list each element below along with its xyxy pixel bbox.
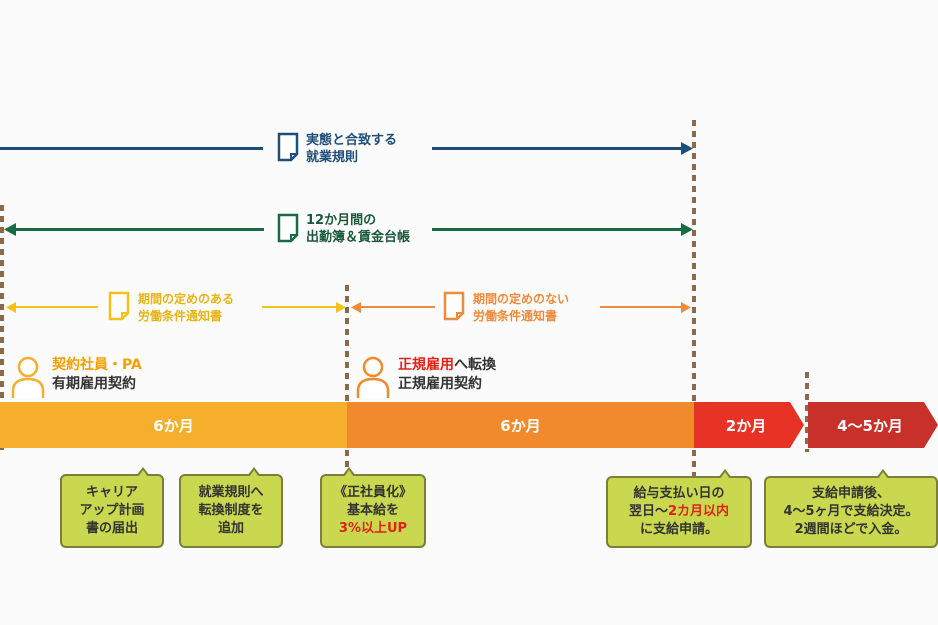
document-icon — [108, 291, 130, 321]
note-application-deadline: 給与支払い日の 翌日～2カ月以内 に支給申請。 — [606, 469, 752, 548]
records-label: 12か月間の出勤簿＆賃金台帳 — [306, 213, 411, 245]
records-arrow-line-left — [14, 228, 264, 231]
rules-arrow-head — [681, 142, 693, 155]
regular-conversion-title: 正規雇用へ転換 — [398, 356, 496, 375]
timeline-segment-decision: 4～5か月 — [837, 416, 903, 435]
permanent-arrow-line-left — [359, 306, 435, 308]
fixed-term-arrow-head-right — [336, 302, 346, 313]
permanent-label: 期間の定めのない労働条件通知書 — [473, 292, 570, 323]
regular-contract-label: 正規雇用契約 — [398, 376, 482, 392]
timeline-segment-application-shape — [694, 402, 804, 448]
fixed-term-arrow-line-right — [262, 306, 337, 308]
records-arrow-head-left — [4, 223, 16, 236]
timeline-segment-application: 2か月 — [725, 416, 767, 435]
timeline-segment-fixed-term: 6か月 — [0, 402, 347, 448]
divider-start — [0, 205, 4, 450]
note-career-up-plan: キャリアアップ計画書の届出 — [60, 467, 164, 548]
divider-12-months — [692, 120, 696, 480]
document-icon — [277, 213, 299, 243]
conversion-text: へ転換 — [454, 357, 496, 373]
note-payment-decision: 支給申請後、4～5ヶ月で支給決定。2週間ほどで入金。 — [764, 469, 938, 548]
rules-label: 実態と合致する就業規則 — [306, 133, 398, 165]
permanent-arrow-line-right — [600, 306, 682, 308]
fixed-term-arrow-head-left — [6, 302, 16, 313]
rules-arrow-line-left — [0, 147, 263, 150]
regular-employment-highlight: 正規雇用 — [398, 357, 454, 373]
permanent-arrow-head-right — [681, 302, 691, 313]
timeline-segment-regular: 6か月 — [347, 402, 694, 448]
note-work-rules: 就業規則へ転換制度を追加 — [179, 467, 283, 548]
fixed-term-arrow-line-left — [14, 306, 98, 308]
divider-conversion — [345, 285, 349, 480]
rules-arrow-line-right — [432, 147, 682, 150]
fixed-term-contract-label: 有期雇用契約 — [52, 376, 136, 392]
document-icon — [443, 291, 465, 321]
permanent-arrow-head-left — [351, 302, 361, 313]
person-icon — [11, 356, 45, 398]
records-arrow-head-right — [681, 223, 693, 236]
fixed-term-label: 期間の定めのある労働条件通知書 — [138, 292, 235, 323]
document-icon — [277, 132, 299, 162]
contract-employee-title: 契約社員・PA — [52, 357, 142, 373]
records-arrow-line-right — [432, 228, 682, 231]
person-icon — [356, 356, 390, 398]
divider-application — [805, 372, 809, 452]
timeline-segment-decision-shape — [808, 402, 938, 448]
